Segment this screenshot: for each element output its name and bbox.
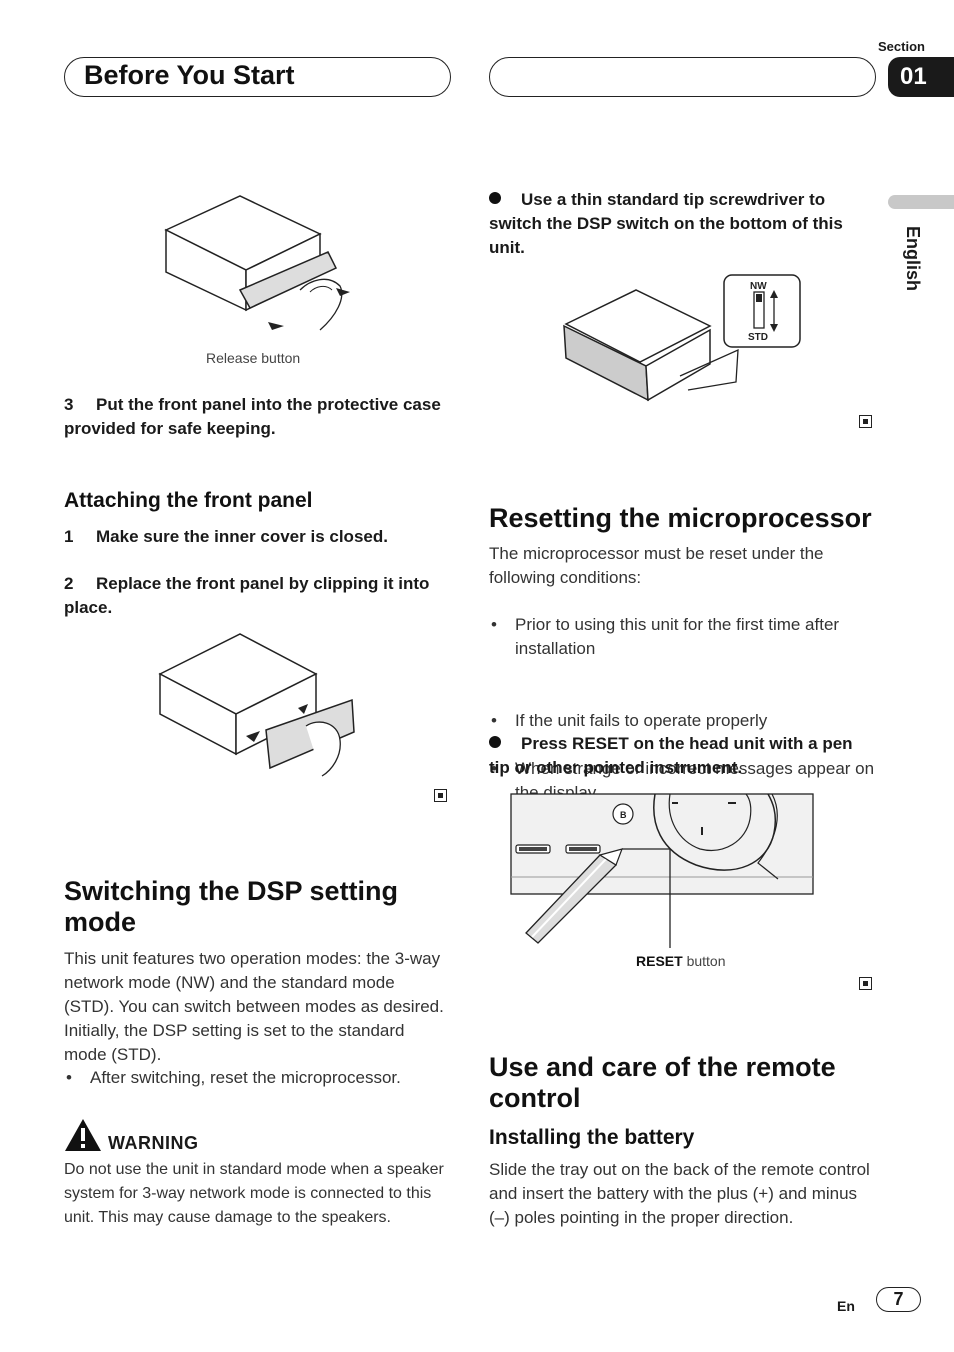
reset-microprocessor-heading: Resetting the microprocessor — [489, 503, 872, 533]
switch-nw-label: NW — [750, 281, 767, 292]
reset-caption-rest: button — [682, 953, 726, 969]
reset-button-caption: RESET button — [636, 953, 726, 969]
attach-front-panel-illustration — [158, 633, 355, 777]
page-title: Before You Start — [84, 60, 295, 90]
bullet-dot — [489, 736, 501, 748]
reset-button-illustration: B — [510, 793, 814, 948]
reset-bullet-1: Prior to using this unit for the first t… — [489, 613, 900, 661]
installing-battery-heading: Installing the battery — [489, 1126, 695, 1149]
attach-step-1: 1 Make sure the inner cover is closed. — [64, 525, 444, 549]
dsp-switch-illustration: NW STD — [563, 274, 801, 402]
step-text: Use a thin standard tip screwdriver to s… — [489, 190, 843, 257]
footer-language: En — [837, 1298, 855, 1314]
section-number-badge: 01 — [888, 57, 954, 97]
end-of-section-mark — [859, 977, 872, 990]
screwdriver-step: Use a thin standard tip screwdriver to s… — [489, 188, 874, 260]
remote-care-heading: Use and care of the remote control — [489, 1052, 836, 1113]
warning-icon — [65, 1119, 101, 1151]
dsp-bullet: After switching, reset the microprocesso… — [64, 1066, 475, 1090]
reset-bullet-2: If the unit fails to operate properly — [489, 709, 900, 733]
end-of-section-mark — [859, 415, 872, 428]
press-reset-step: Press RESET on the head unit with a pen … — [489, 732, 874, 780]
step-text: Make sure the inner cover is closed. — [96, 527, 388, 546]
dsp-setting-heading: Switching the DSP setting mode — [64, 876, 399, 937]
page-number: 7 — [876, 1287, 921, 1312]
release-button-caption: Release button — [206, 350, 301, 366]
step-number: 3 — [64, 395, 74, 414]
reset-body-text: The microprocessor must be reset under t… — [489, 544, 824, 587]
language-tab — [888, 195, 954, 209]
step-number: 2 — [64, 574, 74, 593]
step-text: Replace the front panel by clipping it i… — [64, 574, 430, 617]
step-number: 1 — [64, 527, 74, 546]
dsp-body-text: This unit features two operation modes: … — [64, 949, 444, 1064]
switch-std-label: STD — [748, 332, 768, 343]
header-title-pill — [64, 57, 451, 97]
release-front-panel-illustration — [164, 195, 350, 331]
battery-body-text: Slide the tray out on the back of the re… — [489, 1160, 870, 1227]
step-text: Put the front panel into the protective … — [64, 395, 441, 438]
bullet-dot — [489, 192, 501, 204]
reset-caption-bold: RESET — [636, 953, 683, 969]
step-text: Press RESET on the head unit with a pen … — [489, 734, 853, 777]
end-of-section-mark — [434, 789, 447, 802]
warning-title: WARNING — [108, 1133, 199, 1153]
warning-body: Do not use the unit in standard mode whe… — [64, 1161, 444, 1226]
language-label: English — [903, 226, 923, 292]
attaching-front-panel-heading: Attaching the front panel — [64, 489, 313, 512]
section-label: Section — [878, 39, 925, 54]
head-unit-b-label: B — [620, 810, 627, 820]
section-number: 01 — [900, 63, 927, 90]
header-empty-pill — [489, 57, 876, 97]
